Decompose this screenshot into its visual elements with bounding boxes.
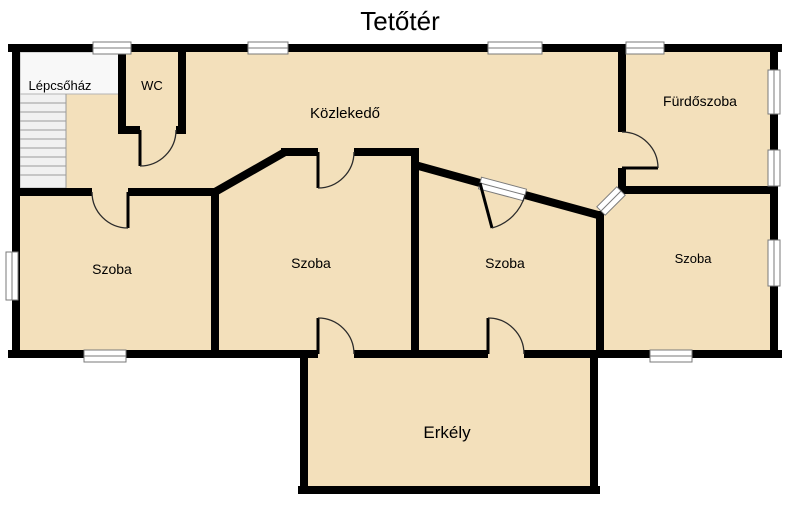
stair-tread-lines [20, 94, 67, 188]
window [5, 251, 19, 301]
bathroom-door [621, 131, 659, 170]
window [767, 69, 781, 115]
window [625, 41, 665, 55]
wall-room3-diagonal [413, 161, 600, 219]
room-labels: Lépcsőház WC Közlekedő Fürdőszoba Szoba … [29, 78, 738, 442]
floor-main [12, 44, 778, 358]
staircase [19, 51, 121, 189]
room-left-door [91, 191, 130, 229]
label-bathroom: Fürdőszoba [663, 93, 737, 109]
window [92, 41, 132, 55]
window [649, 349, 693, 363]
window [83, 349, 127, 363]
room-mid-right-door [477, 176, 528, 229]
stair-landing [19, 51, 121, 95]
wall-balcony [298, 354, 600, 494]
window [767, 149, 781, 187]
balcony-door-left [316, 317, 355, 355]
wc-door [138, 129, 177, 167]
label-room-right: Szoba [675, 251, 713, 266]
window [767, 239, 781, 287]
wall-wc [118, 44, 186, 134]
label-wc: WC [141, 78, 163, 93]
doors [91, 129, 659, 355]
balcony-door-right [486, 317, 525, 355]
stair-treads [19, 93, 67, 189]
wall-room2-diagonal [213, 148, 287, 196]
room-mid-left-door [316, 151, 355, 189]
window [487, 41, 543, 55]
page-title: Tetőtér [360, 6, 440, 36]
label-room-mid-right: Szoba [485, 255, 525, 271]
label-balcony: Erkély [423, 423, 471, 442]
label-room-left: Szoba [92, 261, 132, 277]
room-right-door [596, 186, 626, 216]
label-room-mid-left: Szoba [291, 255, 331, 271]
window [247, 41, 289, 55]
label-hallway: Közlekedő [310, 105, 380, 122]
floor-areas [12, 44, 778, 494]
floor-balcony [300, 354, 598, 494]
windows [5, 41, 781, 363]
label-staircase: Lépcsőház [29, 78, 92, 93]
